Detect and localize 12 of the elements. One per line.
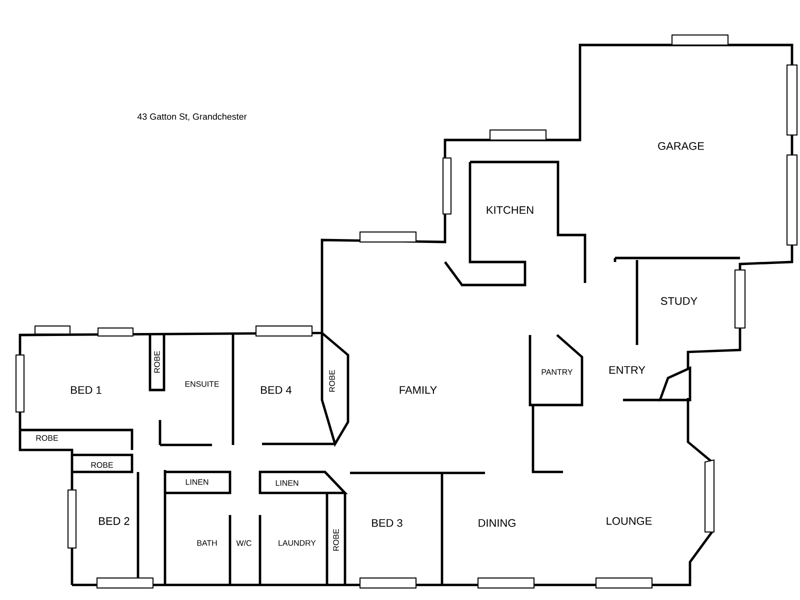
room-label: GARAGE: [658, 142, 704, 150]
room-label: FAMILY: [400, 386, 437, 394]
room-label: BED 3: [372, 519, 402, 527]
room-label: BED 2: [99, 517, 130, 525]
room-label: DINING: [478, 519, 516, 527]
room-label: KITCHEN: [486, 206, 534, 214]
room-label: BED 1: [71, 386, 102, 394]
room-label: LOUNGE: [606, 517, 652, 525]
room-label: ENTRY: [609, 366, 646, 374]
room-label: STUDY: [660, 297, 698, 305]
address-text: 43 Gatton St, Grandchester: [137, 113, 247, 121]
room-label: BED 4: [261, 386, 292, 394]
